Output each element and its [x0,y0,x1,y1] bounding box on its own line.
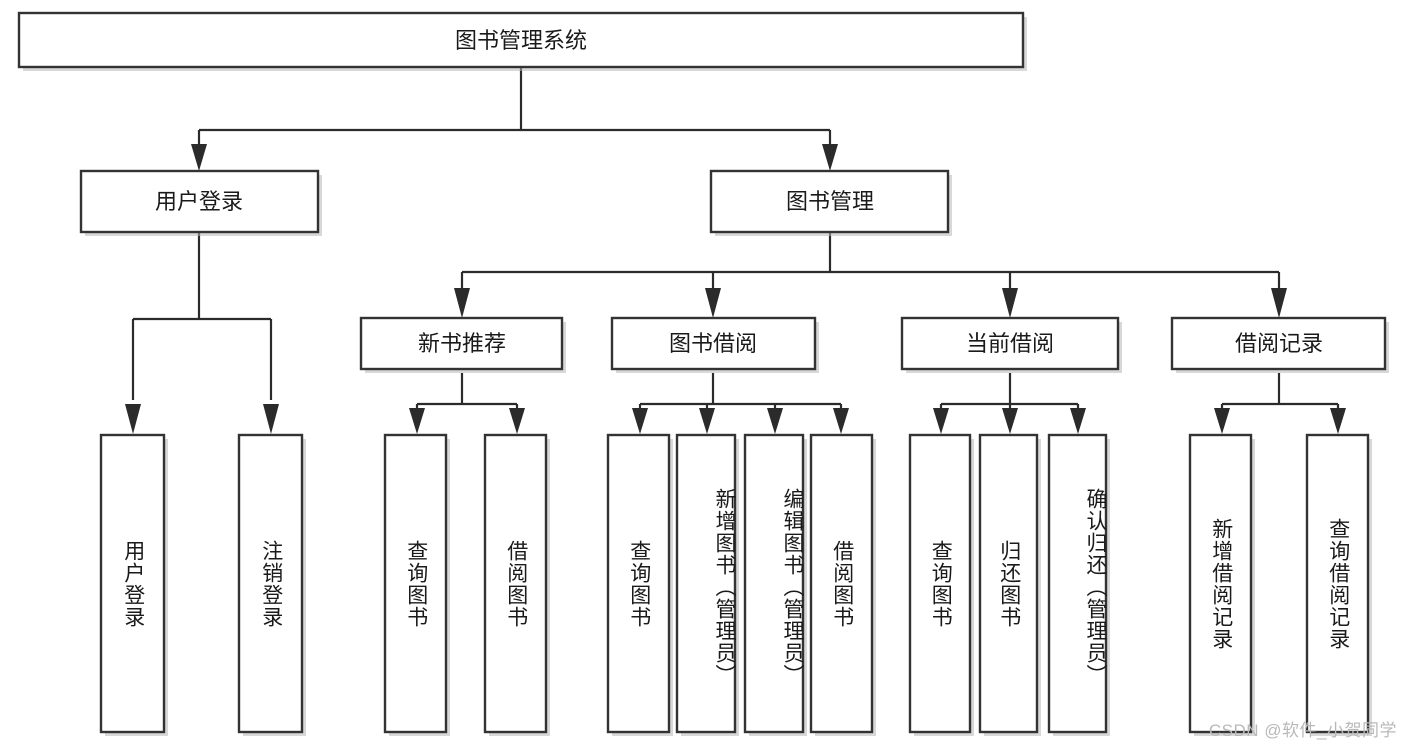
arrow-head-icon [933,408,949,434]
arrow-head-icon [705,288,721,318]
node-leaf-add-book[interactable] [675,433,739,736]
arrow-head-icon [833,408,849,434]
connector-borrow-record-to-leaves [1214,373,1346,434]
watermark-text: CSDN @软件_小贺同学 [1208,721,1397,740]
node-new-book-recommend-label: 新书推荐 [418,331,506,356]
arrow-head-icon [1070,408,1086,434]
arrow-head-icon [263,404,279,434]
node-book-management[interactable]: 图书管理 [709,169,952,236]
node-user-login-label: 用户登录 [155,189,243,214]
node-book-management-label: 图书管理 [786,189,874,214]
node-leaf-add-record[interactable] [1188,433,1255,736]
node-book-borrow-label: 图书借阅 [669,331,757,356]
arrow-head-icon [454,288,470,318]
node-book-borrow[interactable]: 图书借阅 [610,316,819,373]
connector-new-book-recommend-to-leaves [409,373,525,434]
connector-book-management-to-level3 [454,233,1287,318]
node-root-label: 图书管理系统 [455,28,587,53]
node-leaf-logout[interactable] [237,433,306,736]
arrow-head-icon [767,408,783,434]
arrow-head-icon [125,404,141,434]
node-current-borrow-label: 当前借阅 [966,331,1054,356]
node-leaf-query-book-3[interactable] [908,433,974,736]
node-user-login[interactable]: 用户登录 [79,169,322,236]
connectors [125,68,1346,434]
arrow-head-icon [191,144,207,171]
node-new-book-recommend[interactable]: 新书推荐 [359,316,566,373]
arrow-head-icon [1002,408,1018,434]
arrow-head-icon [822,144,838,171]
arrow-head-icon [699,408,715,434]
arrow-head-icon [409,408,425,434]
node-leaf-edit-book[interactable] [743,433,807,736]
arrow-head-icon [1330,408,1346,434]
node-leaf-query-book-2[interactable] [606,433,673,736]
arrow-head-icon [632,408,648,434]
arrow-head-icon [1002,288,1018,318]
arrow-head-icon [1271,288,1287,318]
connector-book-borrow-to-leaves [632,373,849,434]
arrow-head-icon [1214,408,1230,434]
node-root[interactable]: 图书管理系统 [17,11,1027,71]
node-leaf-return-book[interactable] [978,433,1041,736]
connector-current-borrow-to-leaves [933,373,1086,434]
connector-user-login-to-leaves [125,233,279,434]
node-leaf-borrow-book-2[interactable] [809,433,876,736]
node-borrow-record[interactable]: 借阅记录 [1170,316,1389,373]
node-borrow-record-label: 借阅记录 [1235,331,1323,356]
node-leaf-borrow-book-1[interactable] [483,433,550,736]
arrow-head-icon [509,408,525,434]
node-leaf-query-record[interactable] [1305,433,1372,736]
connector-root-to-level2 [191,68,838,171]
node-current-borrow[interactable]: 当前借阅 [900,316,1122,373]
node-leaf-confirm-return[interactable] [1047,433,1110,736]
node-leaf-query-book-1[interactable] [383,433,450,736]
node-leaf-user-login[interactable] [99,433,168,736]
